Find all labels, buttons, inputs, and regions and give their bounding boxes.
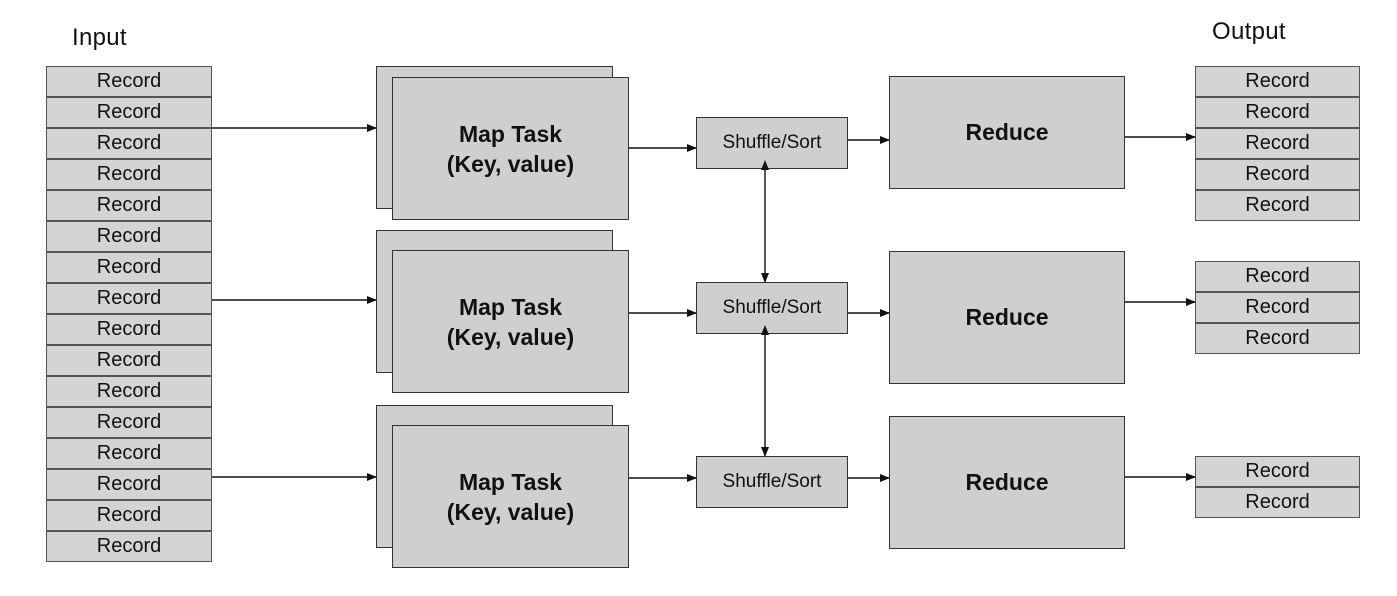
input-record: Record — [46, 469, 212, 500]
input-record: Record — [46, 376, 212, 407]
map-task-subtitle: (Key, value) — [446, 323, 575, 350]
output-record: Record — [1195, 456, 1360, 487]
output-record: Record — [1195, 97, 1360, 128]
reduce-box: Reduce — [889, 251, 1125, 384]
output-record: Record — [1195, 487, 1360, 518]
output-record: Record — [1195, 190, 1360, 221]
input-record: Record — [46, 407, 212, 438]
input-record: Record — [46, 97, 212, 128]
input-record: Record — [46, 345, 212, 376]
shuffle-sort-box: Shuffle/Sort — [696, 117, 848, 169]
output-record: Record — [1195, 261, 1360, 292]
map-task-subtitle: (Key, value) — [446, 498, 575, 525]
map-task-title: Map Task — [458, 468, 563, 495]
shuffle-sort-box: Shuffle/Sort — [696, 456, 848, 508]
map-task-box: Map Task (Key, value) — [392, 425, 629, 568]
input-record: Record — [46, 190, 212, 221]
input-record: Record — [46, 283, 212, 314]
map-task-box: Map Task (Key, value) — [392, 77, 629, 220]
output-record: Record — [1195, 159, 1360, 190]
input-record: Record — [46, 159, 212, 190]
input-record: Record — [46, 252, 212, 283]
input-record: Record — [46, 314, 212, 345]
map-task-title: Map Task — [458, 120, 563, 147]
output-record: Record — [1195, 128, 1360, 159]
output-record: Record — [1195, 292, 1360, 323]
output-record: Record — [1195, 66, 1360, 97]
map-task-box: Map Task (Key, value) — [392, 250, 629, 393]
input-heading: Input — [72, 24, 127, 51]
input-record: Record — [46, 128, 212, 159]
input-record: Record — [46, 500, 212, 531]
map-task-subtitle: (Key, value) — [446, 150, 575, 177]
reduce-box: Reduce — [889, 416, 1125, 549]
input-record: Record — [46, 221, 212, 252]
output-heading: Output — [1212, 18, 1286, 45]
output-record: Record — [1195, 323, 1360, 354]
shuffle-sort-box: Shuffle/Sort — [696, 282, 848, 334]
input-record: Record — [46, 438, 212, 469]
reduce-box: Reduce — [889, 76, 1125, 189]
map-task-title: Map Task — [458, 293, 563, 320]
input-record: Record — [46, 66, 212, 97]
input-record: Record — [46, 531, 212, 562]
